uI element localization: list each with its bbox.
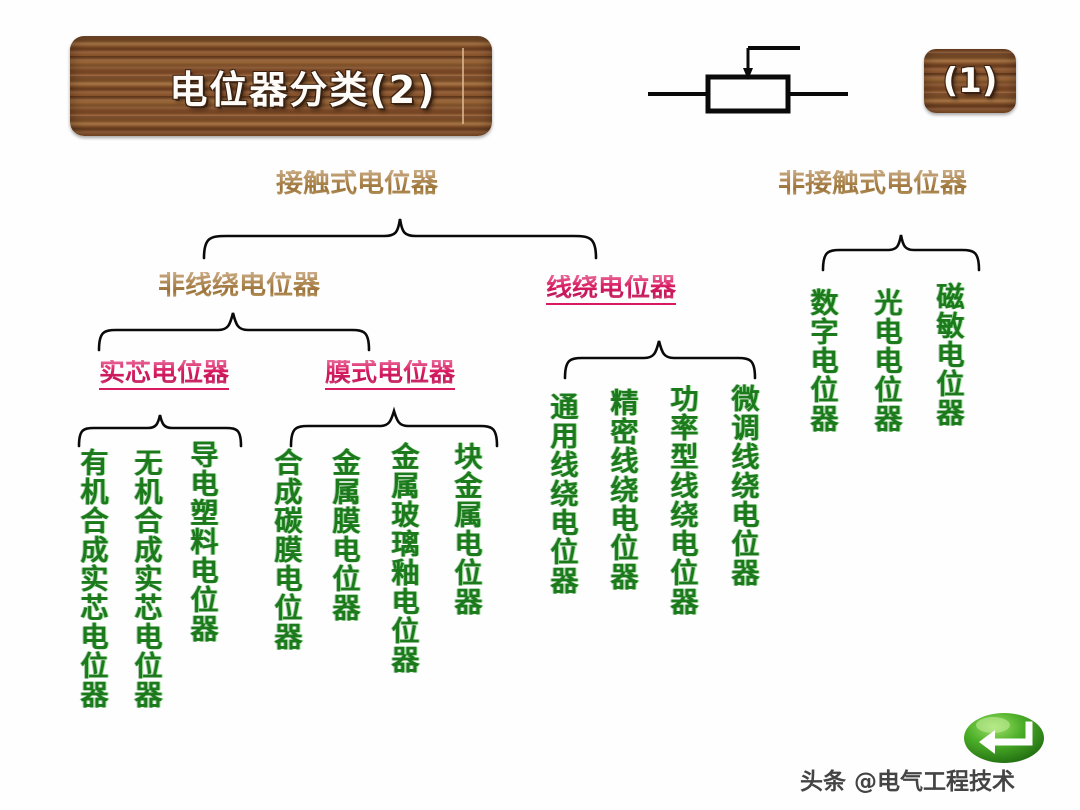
leaf-bulk-metal[interactable]: 块金属电位器 xyxy=(450,442,484,616)
leaf-metal-glass-glaze[interactable]: 金属玻璃釉电位器 xyxy=(387,442,421,674)
return-arrow-icon xyxy=(979,721,1033,754)
leaf-photoelectric-potentiometer[interactable]: 光电电位器 xyxy=(870,288,904,433)
leaf-conductive-plastic[interactable]: 导电塑料电位器 xyxy=(186,440,220,643)
brace-solid-core xyxy=(76,412,244,448)
title-plaque: 电位器分类(2) xyxy=(70,36,492,136)
leaf-precision-wirewound[interactable]: 精密线绕电位器 xyxy=(606,388,640,591)
leaf-synthetic-carbon-film[interactable]: 合成碳膜电位器 xyxy=(270,448,304,651)
node-wirewound[interactable]: 线绕电位器 xyxy=(546,273,677,305)
brace-non-wirewound xyxy=(96,310,372,352)
leaf-inorganic-solid-core[interactable]: 无机合成实芯电位器 xyxy=(130,448,164,709)
back-button[interactable] xyxy=(963,712,1045,764)
potentiometer-symbol-icon xyxy=(640,42,856,114)
leaf-power-wirewound[interactable]: 功率型线绕电位器 xyxy=(666,384,700,616)
node-non-contact-potentiometer[interactable]: 非接触式电位器 xyxy=(778,168,967,199)
node-solid-core[interactable]: 实芯电位器 xyxy=(99,358,230,390)
leaf-trimmer-wirewound[interactable]: 微调线绕电位器 xyxy=(727,384,761,587)
brace-contact xyxy=(200,216,600,260)
leaf-metal-film[interactable]: 金属膜电位器 xyxy=(328,448,362,622)
leaf-organic-solid-core[interactable]: 有机合成实芯电位器 xyxy=(76,448,110,709)
page-number-plaque: (1) xyxy=(924,49,1016,113)
leaf-magnetic-potentiometer[interactable]: 磁敏电位器 xyxy=(932,282,966,427)
brace-non-contact xyxy=(820,232,982,272)
watermark-text: 头条 @电气工程技术 xyxy=(800,769,1016,795)
page-title: 电位器分类(2) xyxy=(169,67,437,112)
node-contact-potentiometer[interactable]: 接触式电位器 xyxy=(276,168,438,199)
brace-wirewound xyxy=(562,338,758,380)
brace-film-type xyxy=(288,406,500,448)
page-number-label: (1) xyxy=(942,61,998,101)
leaf-digital-potentiometer[interactable]: 数字电位器 xyxy=(806,288,840,433)
node-non-wirewound[interactable]: 非线绕电位器 xyxy=(158,270,320,301)
leaf-general-wirewound[interactable]: 通用线绕电位器 xyxy=(546,392,580,595)
title-divider xyxy=(462,48,464,124)
node-film-type[interactable]: 膜式电位器 xyxy=(325,358,456,390)
